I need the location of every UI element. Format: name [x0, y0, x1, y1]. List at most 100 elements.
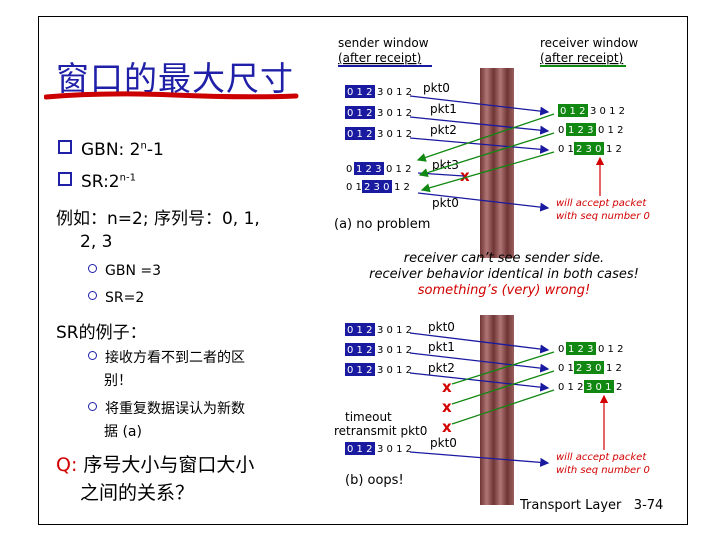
sender-window-b3 — [345, 363, 375, 376]
sender-window-a5-nums: 2 3 0 — [364, 182, 389, 193]
receiver-window-a1-nums: 0 1 2 — [560, 106, 585, 117]
sender-rest-b3: 3 0 1 2 — [377, 365, 412, 376]
arrow-pkt0-b — [409, 332, 550, 354]
slide-frame — [38, 16, 688, 525]
sender-pre-a5: 0 1 — [346, 182, 362, 193]
receiver-window-a2 — [566, 123, 596, 136]
receiver-window-a1 — [558, 104, 588, 117]
question: Q: 序号大小与窗口大小 — [56, 454, 255, 476]
accept-note-a-line2: with seq number 0 — [556, 211, 650, 222]
middle-text-line3: something’s (very) wrong! — [418, 283, 591, 298]
pkt2-label-b: pkt2 — [428, 361, 455, 375]
timeout-label: timeout — [345, 410, 392, 424]
receiver-window-b2-nums: 2 3 0 — [576, 363, 601, 374]
sender-window-b2-nums: 0 1 2 — [347, 345, 372, 356]
x-mark-a: x — [460, 167, 470, 185]
sender-window-a4 — [354, 162, 384, 175]
receiver-window-b1 — [566, 342, 596, 355]
sender-rest-a1: 3 0 1 2 — [377, 87, 412, 98]
sender-rest-a3: 3 0 1 2 — [377, 129, 412, 140]
sender-window-b1 — [345, 323, 375, 336]
pkt0-retx-label-b: pkt0 — [430, 436, 457, 450]
ack-arrow-a2 — [418, 132, 555, 178]
example-line: 例如：n=2; 序列号：0, 1, — [56, 209, 260, 229]
lost-ack-b2 — [451, 370, 555, 405]
sender-window-a2 — [345, 106, 375, 119]
curtain-a — [480, 68, 514, 258]
question-label: Q: — [56, 454, 78, 476]
sender-window-b3-nums: 0 1 2 — [347, 365, 372, 376]
receiver-window-label: receiver window — [540, 36, 638, 50]
slide-title: 窗口的最大尺寸 — [56, 59, 294, 98]
sender-window-a3-nums: 0 1 2 — [347, 129, 372, 140]
middle-text-line1: receiver can’t see sender side. — [404, 251, 604, 266]
receiver-rest-b1: 0 1 2 — [598, 344, 623, 355]
retransmit-label: retransmit pkt0 — [334, 424, 427, 438]
sender-window-b2 — [345, 343, 375, 356]
receiver-window-a2-nums: 1 2 3 — [568, 125, 593, 136]
square-bullet-icon — [58, 172, 72, 186]
x-mark-b2: x — [442, 398, 452, 416]
sender-window-b4-nums: 0 1 2 — [347, 444, 372, 455]
question-cont: 之间的关系？ — [80, 482, 195, 504]
accept-note-a-line1: will accept packet — [556, 198, 647, 209]
sender-window-a2-nums: 0 1 2 — [347, 108, 372, 119]
middle-text-line2: receiver behavior identical in both case… — [369, 267, 639, 282]
sender-window-sublabel: (after receipt) — [338, 51, 421, 65]
receiver-pre-a3: 0 1 — [558, 144, 574, 155]
receiver-window-a3-nums: 2 3 0 — [576, 144, 601, 155]
arrow-pkt2-a — [409, 137, 550, 154]
circle-bullet-icon — [88, 351, 97, 360]
receiver-rest-a2: 0 1 2 — [598, 125, 623, 136]
sender-window-a1-nums: 0 1 2 — [347, 87, 372, 98]
receiver-pre-b3: 0 1 2 — [558, 382, 583, 393]
sender-rest-a5: 1 2 — [394, 182, 410, 193]
square-bullet-icon — [58, 140, 72, 154]
slide-footer: Transport Layer 3-74 — [520, 498, 664, 513]
accept-note-b-line2: with seq number 0 — [556, 465, 650, 476]
receiver-window-b2 — [574, 361, 604, 374]
bullet-sr: SR:2n-1 — [58, 172, 136, 192]
circle-bullet-icon — [88, 264, 97, 273]
pkt0-retx-label-a: pkt0 — [432, 196, 459, 210]
caption-a: (a) no problem — [334, 217, 430, 232]
receiver-pre-b1: 0 — [558, 344, 564, 355]
sub-bullet-indistinguishable-cont: 别！ — [104, 373, 132, 389]
x-mark-b1: x — [442, 378, 452, 396]
bullet-gbn: GBN: 2n-1 — [58, 140, 164, 160]
circle-bullet-icon — [88, 402, 97, 411]
sub-bullet-sr: SR=2 — [88, 290, 144, 306]
sender-pre-a4: 0 — [346, 164, 352, 175]
sender-rest-a2: 3 0 1 2 — [377, 108, 412, 119]
pkt0-label-a: pkt0 — [423, 81, 450, 95]
lost-ack-b1 — [451, 351, 555, 385]
receiver-window-b1-nums: 1 2 3 — [568, 344, 593, 355]
arrow-pkt2-b — [409, 372, 550, 392]
arrow-pkt1-a — [409, 116, 550, 135]
sender-rest-b1: 3 0 1 2 — [377, 325, 412, 336]
receiver-window-sublabel: (after receipt) — [540, 51, 623, 65]
pkt2-label-a: pkt2 — [430, 123, 457, 137]
receiver-window-b3-nums: 3 0 1 — [586, 382, 611, 393]
sender-window-label: sender window — [338, 36, 429, 50]
pkt1-label-a: pkt1 — [430, 102, 457, 116]
receiver-pre-a2: 0 — [558, 125, 564, 136]
caption-b: (b) oops! — [345, 473, 404, 488]
sender-window-a3 — [345, 127, 375, 140]
ack-arrow-a3 — [420, 151, 555, 193]
sender-window-a1 — [345, 85, 375, 98]
receiver-rest-b2: 1 2 — [606, 363, 622, 374]
ack-arrow-a1 — [416, 113, 555, 162]
x-mark-b3: x — [442, 418, 452, 436]
sender-rest-b4: 3 0 1 2 — [377, 444, 412, 455]
sub-bullet-gbn: GBN =3 — [88, 263, 161, 279]
sender-window-b1-nums: 0 1 2 — [347, 325, 372, 336]
receiver-rest-a3: 1 2 — [606, 144, 622, 155]
pkt0-label-b: pkt0 — [428, 320, 455, 334]
sub-bullet-indistinguishable: 接收方看不到二者的区 — [88, 347, 245, 367]
example-line-cont: 2, 3 — [80, 232, 113, 252]
receiver-window-b3 — [584, 380, 614, 393]
curtain-b — [480, 315, 514, 505]
sender-window-a4-nums: 1 2 3 — [356, 164, 381, 175]
